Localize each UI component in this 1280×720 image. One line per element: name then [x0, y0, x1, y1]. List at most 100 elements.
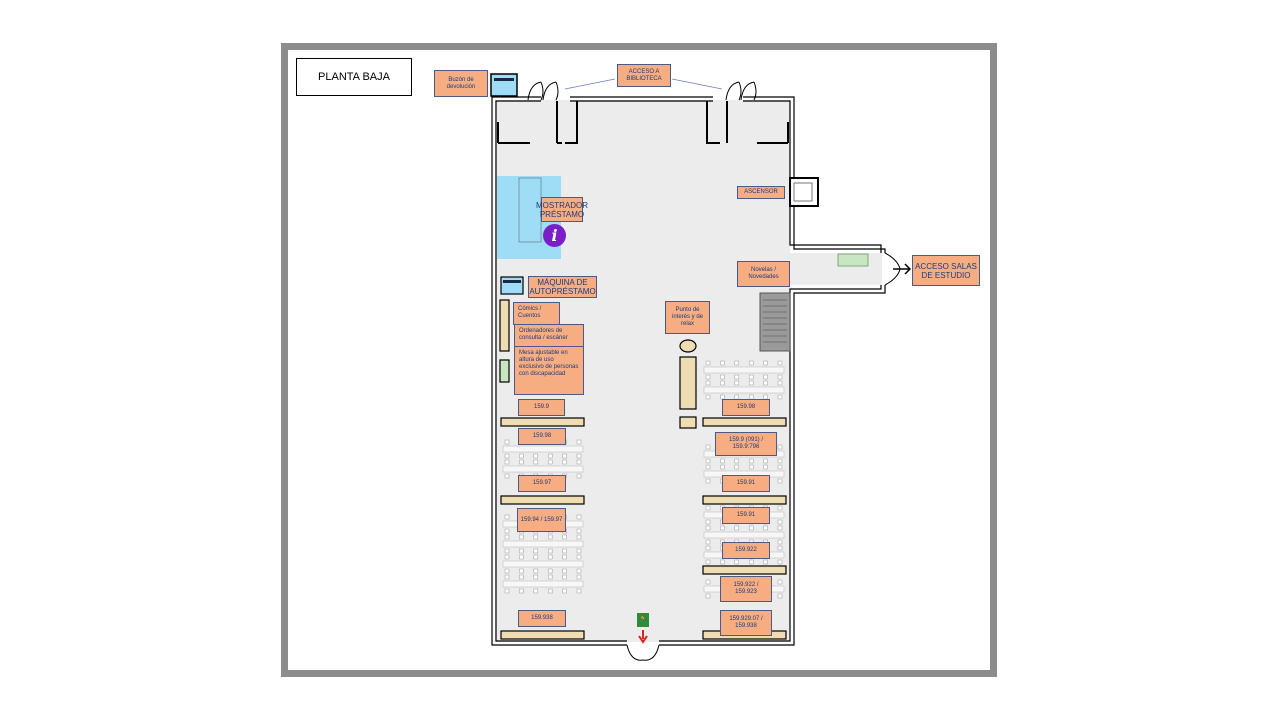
- chair: [720, 525, 725, 531]
- chair: [705, 374, 711, 380]
- relax-table: [679, 339, 697, 353]
- chair: [562, 534, 567, 540]
- chair: [547, 534, 553, 540]
- chair: [777, 539, 783, 545]
- chair: [734, 559, 740, 565]
- reading-table: [502, 540, 584, 548]
- chair: [777, 545, 783, 551]
- chair: [748, 360, 754, 366]
- chair: [562, 453, 567, 459]
- chair: [547, 548, 553, 554]
- shelf-label-left: 159.97: [518, 475, 566, 492]
- chair: [777, 579, 783, 585]
- chair: [777, 478, 783, 484]
- chair: [734, 525, 740, 531]
- chair: [777, 519, 783, 525]
- label-loan-desk: MOSTRADOR PRÉSTAMO: [536, 197, 588, 222]
- chair: [504, 459, 510, 465]
- chair: [576, 439, 582, 445]
- chair: [533, 534, 539, 540]
- chair: [504, 514, 510, 520]
- chair: [576, 534, 582, 540]
- chair: [734, 360, 740, 366]
- chair: [748, 464, 754, 470]
- floor-title: PLANTA BAJA: [296, 58, 412, 96]
- chair: [777, 458, 783, 464]
- entrance-vestibules: [497, 101, 789, 144]
- chair: [748, 559, 754, 565]
- chair: [720, 458, 725, 464]
- chair: [705, 519, 711, 525]
- chair: [547, 554, 553, 560]
- info-icon: i: [543, 224, 566, 247]
- chair: [777, 505, 783, 511]
- chair: [720, 464, 725, 470]
- chair: [533, 459, 539, 465]
- chair: [705, 539, 711, 545]
- shelf-label-left: 159.98: [518, 428, 566, 445]
- chair: [504, 534, 510, 540]
- chair: [562, 548, 567, 554]
- chair: [533, 588, 539, 594]
- chair: [576, 588, 582, 594]
- chair: [777, 593, 783, 599]
- chair: [576, 459, 582, 465]
- label-adjustable-table: Mesa ajustable en altura de uso exclusiv…: [514, 346, 584, 395]
- chair: [777, 394, 783, 400]
- chair: [777, 380, 783, 386]
- chair: [504, 453, 510, 459]
- chair: [748, 380, 754, 386]
- chair: [763, 458, 768, 464]
- chair: [519, 554, 524, 560]
- chair: [504, 554, 510, 560]
- comics-shelf: [499, 299, 510, 352]
- chair: [705, 579, 711, 585]
- reading-table: [502, 465, 584, 473]
- chair: [504, 439, 510, 445]
- chair: [576, 548, 582, 554]
- shelf-label-right: 159.9 (091) / 159.9:796: [715, 432, 777, 456]
- chair: [705, 360, 711, 366]
- chair: [763, 559, 768, 565]
- chair: [734, 464, 740, 470]
- chair: [533, 574, 539, 580]
- chair: [705, 525, 711, 531]
- chair: [576, 574, 582, 580]
- reading-table: [703, 531, 785, 539]
- chair: [720, 380, 725, 386]
- chair: [763, 360, 768, 366]
- chair: [504, 548, 510, 554]
- label-computers: Ordenadores de consulta / escáner: [514, 324, 584, 347]
- access-arrows: [564, 78, 723, 90]
- chair: [576, 568, 582, 574]
- computer-desk: [499, 359, 510, 383]
- chair: [777, 525, 783, 531]
- chair: [519, 574, 524, 580]
- chair: [705, 478, 711, 484]
- reading-table: [502, 445, 584, 453]
- chair: [533, 554, 539, 560]
- chair: [562, 568, 567, 574]
- label-self-checkout: MÁQUINA DE AUTOPRÉSTAMO: [528, 276, 597, 298]
- label-elevator: ASCENSOR: [737, 186, 785, 199]
- label-comics: Cómics / Cuentos: [513, 302, 560, 325]
- chair: [720, 374, 725, 380]
- shelf-label-right: 159.929.07 / 159.938: [720, 610, 772, 636]
- chair: [705, 593, 711, 599]
- chair: [705, 559, 711, 565]
- chair: [705, 505, 711, 511]
- chair: [720, 360, 725, 366]
- chair: [734, 374, 740, 380]
- reading-table: [703, 366, 785, 374]
- stairs-icon: [759, 292, 791, 352]
- shelf-label-left: 159.938: [518, 610, 566, 627]
- chair: [777, 360, 783, 366]
- relax-sofa: [679, 356, 697, 410]
- chair: [547, 588, 553, 594]
- outer-walls: [491, 96, 886, 646]
- shelf-label-left: 159.9: [518, 399, 565, 416]
- label-return-box: Buzón de devolución: [434, 70, 488, 97]
- chair: [562, 574, 567, 580]
- label-study-rooms-access: ACCESO SALAS DE ESTUDIO: [912, 255, 980, 286]
